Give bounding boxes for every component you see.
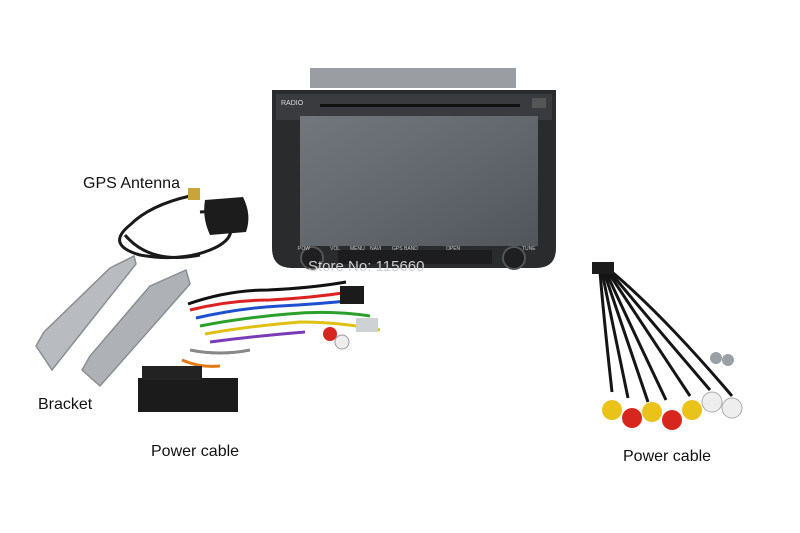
rca-connector-top — [592, 262, 614, 274]
head-unit-button-label: MENU — [350, 246, 365, 252]
rca-yellow-1 — [602, 400, 622, 420]
rca-harness — [592, 262, 743, 430]
harness-plug-top — [340, 286, 364, 304]
power-cable-label-right: Power cable — [623, 448, 712, 465]
harness-connector-main — [138, 378, 238, 412]
eject-button — [532, 98, 546, 108]
power-cable-label-left: Power cable — [151, 443, 240, 460]
harness-connector-small — [142, 366, 202, 380]
gps-antenna-label: GPS Antenna — [83, 175, 180, 192]
antenna-connector — [188, 188, 200, 200]
rca-plug-red — [323, 327, 337, 341]
power-harness — [138, 280, 381, 412]
mounting-brackets — [35, 254, 191, 388]
chassis-top — [310, 68, 516, 88]
rca-white-1 — [701, 391, 723, 413]
rca-yellow-3 — [682, 400, 702, 420]
head-unit-button-label: TUNE — [522, 246, 536, 252]
car-stereo-head-unit — [272, 68, 556, 270]
rca-yellow-2 — [642, 402, 662, 422]
store-watermark: Store No: 115660 — [308, 258, 425, 275]
display-glare — [300, 116, 538, 246]
rca-plug-white — [334, 334, 350, 350]
bracket-right — [81, 268, 191, 388]
bracket-label: Bracket — [38, 396, 93, 413]
antenna-puck — [204, 197, 249, 235]
head-unit-button-label: BAND — [404, 246, 418, 252]
screw-1 — [710, 352, 722, 364]
volume-knob — [300, 246, 324, 270]
rca-white-2 — [721, 397, 743, 419]
head-unit-button-label: VOL — [330, 246, 340, 252]
tune-knob — [502, 246, 526, 270]
button-row — [338, 250, 492, 264]
antenna-cable-coil — [123, 234, 201, 259]
head-unit-button-label: GPS — [392, 246, 403, 252]
rca-red-2 — [662, 410, 682, 430]
screw-2 — [722, 354, 734, 366]
bracket-left — [35, 254, 137, 372]
radio-button-label: RADIO — [281, 100, 304, 107]
usb-plug — [356, 318, 378, 332]
head-unit-button-label: OPEN — [446, 246, 461, 252]
gps-antenna — [118, 188, 249, 260]
disc-slot — [320, 104, 520, 107]
rca-red-1 — [622, 408, 642, 428]
head-unit-button-label: POW — [298, 246, 310, 252]
head-unit-button-label: NAVI — [370, 246, 381, 252]
